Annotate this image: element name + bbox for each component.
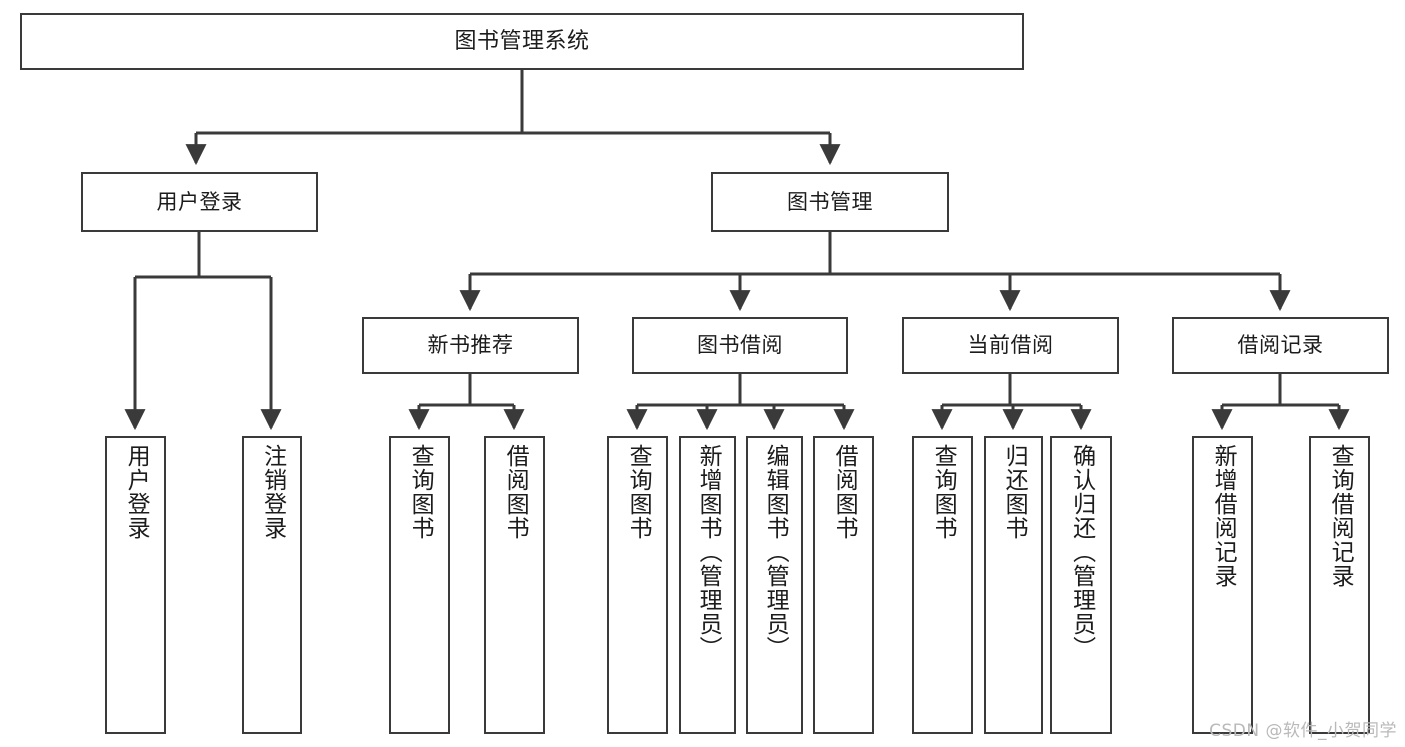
node-book-management[interactable]: 图书管理 [711,172,949,232]
leaf-add-borrow-record[interactable]: 新增借阅记录 [1192,436,1253,734]
leaf-borrow-book[interactable]: 借阅图书 [813,436,874,734]
leaf-add-book-admin[interactable]: 新增图书（管理员） [679,436,736,734]
node-label: 查询图书 [625,444,652,540]
leaf-borrow-book-recommend[interactable]: 借阅图书 [484,436,545,734]
node-label: 查询借阅记录 [1327,444,1354,588]
leaf-query-book-borrow[interactable]: 查询图书 [607,436,668,734]
node-label: 编辑图书（管理员） [762,444,789,660]
leaf-user-login[interactable]: 用户登录 [105,436,166,734]
node-book-borrow[interactable]: 图书借阅 [632,317,848,374]
node-label: 归还图书 [1001,444,1028,540]
node-label: 新书推荐 [427,333,514,358]
node-label: 查询图书 [930,444,957,540]
node-label: 注销登录 [259,444,286,540]
leaf-query-book-recommend[interactable]: 查询图书 [389,436,450,734]
leaf-confirm-return-admin[interactable]: 确认归还（管理员） [1050,436,1112,734]
node-user-login[interactable]: 用户登录 [81,172,318,232]
node-label: 图书管理系统 [454,28,590,54]
node-label: 新增借阅记录 [1210,444,1237,588]
leaf-logout-login[interactable]: 注销登录 [242,436,302,734]
node-label: 借阅图书 [831,444,858,540]
node-label: 借阅图书 [502,444,529,540]
node-label: 新增图书（管理员） [695,444,722,660]
leaf-query-book-current[interactable]: 查询图书 [912,436,973,734]
node-label: 用户登录 [156,189,243,214]
node-borrow-records[interactable]: 借阅记录 [1172,317,1389,374]
node-current-borrow[interactable]: 当前借阅 [902,317,1119,374]
leaf-return-book[interactable]: 归还图书 [984,436,1043,734]
node-label: 当前借阅 [967,333,1054,358]
leaf-query-borrow-record[interactable]: 查询借阅记录 [1309,436,1370,734]
node-label: 确认归还（管理员） [1068,444,1095,660]
node-new-book-recommendation[interactable]: 新书推荐 [362,317,579,374]
node-label: 图书借阅 [697,333,783,358]
leaf-edit-book-admin[interactable]: 编辑图书（管理员） [746,436,803,734]
node-root-system[interactable]: 图书管理系统 [20,13,1024,70]
node-label: 图书管理 [787,189,873,214]
watermark: CSDN @软件_小贺同学 [1209,721,1397,741]
node-label: 用户登录 [123,444,150,540]
node-label: 借阅记录 [1237,333,1324,358]
node-label: 查询图书 [407,444,434,540]
